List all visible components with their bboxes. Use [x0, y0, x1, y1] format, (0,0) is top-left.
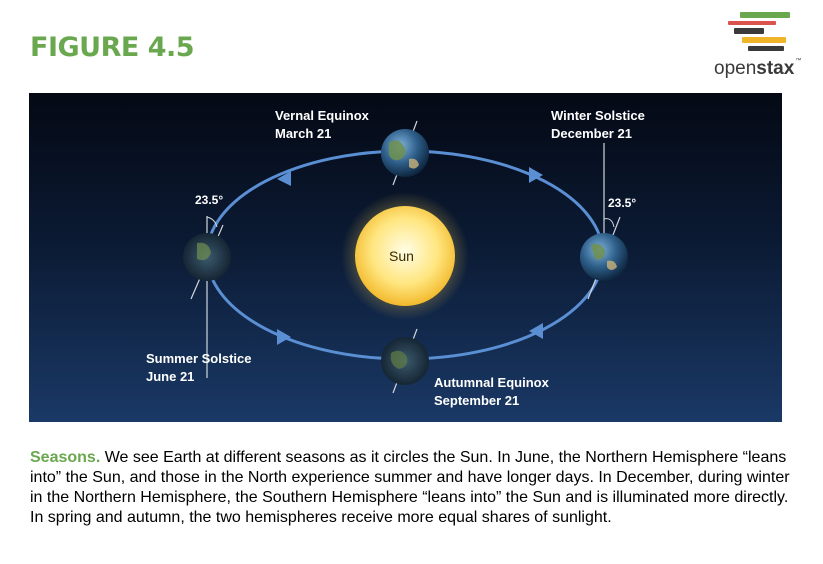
- vernal-equinox-name: Vernal Equinox: [275, 108, 369, 123]
- orbit-arrow-bottom-right: [529, 323, 543, 339]
- autumnal-equinox-label: Autumnal Equinox September 21: [434, 374, 549, 410]
- figure-title: FIGURE 4.5: [30, 32, 195, 63]
- seasons-diagram: Vernal Equinox March 21 Winter Solstice …: [29, 93, 782, 422]
- caption-lead: Seasons.: [30, 449, 101, 466]
- openstax-wordmark: openstax™: [714, 58, 801, 80]
- winter-solstice-date: December 21: [551, 126, 632, 141]
- vernal-equinox-label: Vernal Equinox March 21: [275, 107, 369, 143]
- earth-winter-icon: [580, 143, 628, 300]
- logo-word-bold: stax: [756, 58, 795, 79]
- summer-solstice-name: Summer Solstice: [146, 351, 252, 366]
- summer-solstice-date: June 21: [146, 369, 195, 384]
- earth-summer-icon: [183, 216, 231, 378]
- orbit-arrow-top-right: [529, 167, 543, 183]
- autumnal-equinox-name: Autumnal Equinox: [434, 375, 549, 390]
- book-stack-icon: [728, 12, 790, 51]
- autumnal-equinox-date: September 21: [434, 393, 520, 408]
- winter-solstice-name: Winter Solstice: [551, 108, 645, 123]
- logo-trademark: ™: [795, 58, 802, 64]
- summer-solstice-label: Summer Solstice June 21: [146, 350, 252, 386]
- tilt-angle-right: 23.5°: [608, 196, 637, 210]
- vernal-equinox-date: March 21: [275, 126, 332, 141]
- orbit-illustration: [183, 120, 628, 394]
- openstax-logo: openstax™: [708, 10, 818, 80]
- sun-icon: [355, 206, 455, 306]
- orbit-arrow-top-left: [277, 171, 291, 186]
- earth-vernal-icon: [381, 120, 429, 186]
- earth-autumnal-icon: [381, 328, 429, 394]
- logo-word-light: open: [714, 58, 757, 79]
- winter-solstice-label: Winter Solstice December 21: [551, 107, 645, 143]
- figure-caption: Seasons. We see Earth at different seaso…: [30, 448, 790, 528]
- orbit-arrow-bottom-left: [277, 329, 291, 345]
- caption-text: We see Earth at different seasons as it …: [30, 449, 790, 526]
- tilt-angle-left: 23.5°: [195, 193, 224, 207]
- sun-label: Sun: [389, 248, 414, 264]
